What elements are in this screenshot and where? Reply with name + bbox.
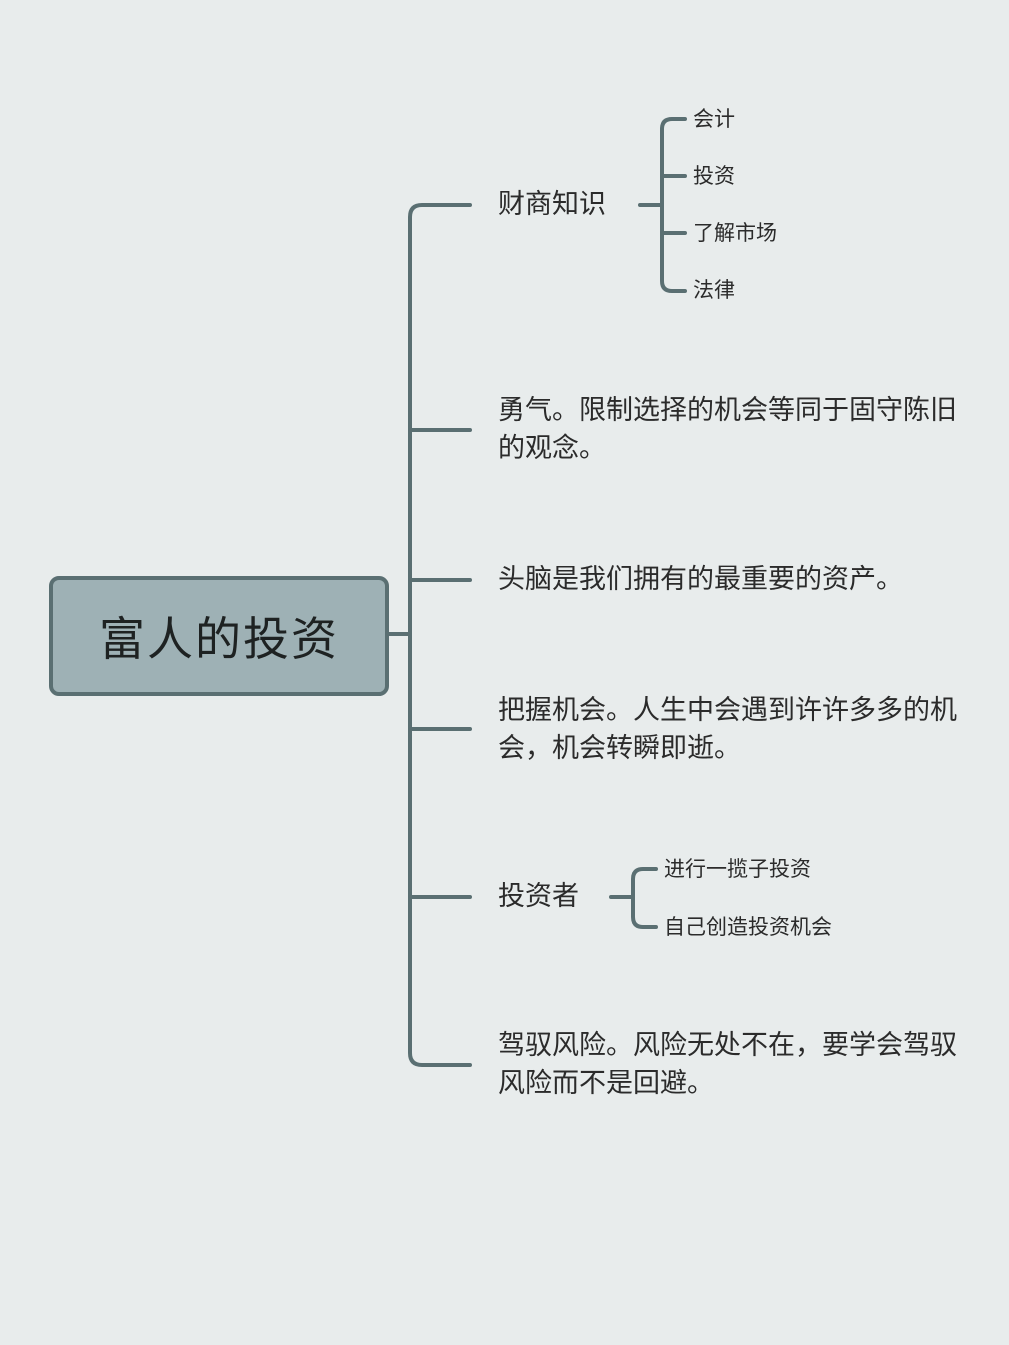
leaf-law[interactable]: 法律 xyxy=(693,278,735,302)
leaf-understand-market[interactable]: 了解市场 xyxy=(693,221,777,245)
main-trunk xyxy=(408,203,472,1067)
branch-investor[interactable]: 投资者 xyxy=(498,881,579,912)
sub-bracket-1 xyxy=(660,117,687,293)
branch-financial-knowledge[interactable]: 财商知识 xyxy=(498,189,606,220)
branch-mind-asset[interactable]: 头脑是我们拥有的最重要的资产。 xyxy=(498,564,903,595)
root-label: 富人的投资 xyxy=(99,612,339,666)
leaf-accounting[interactable]: 会计 xyxy=(693,107,735,131)
sub-bracket-5 xyxy=(631,867,658,929)
branch-courage[interactable]: 勇气。限制选择的机会等同于固守陈旧的观念。 xyxy=(498,395,957,464)
leaf-portfolio-investment[interactable]: 进行一揽子投资 xyxy=(664,857,811,881)
branch-seize-opportunity[interactable]: 把握机会。人生中会遇到许许多多的机会，机会转瞬即逝。 xyxy=(498,695,957,764)
leaf-create-opportunities[interactable]: 自己创造投资机会 xyxy=(664,915,832,939)
leaf-investment[interactable]: 投资 xyxy=(693,164,735,188)
branch-manage-risk[interactable]: 驾驭风险。风险无处不在，要学会驾驭风险而不是回避。 xyxy=(498,1030,957,1099)
root-node[interactable]: 富人的投资 xyxy=(49,576,389,696)
